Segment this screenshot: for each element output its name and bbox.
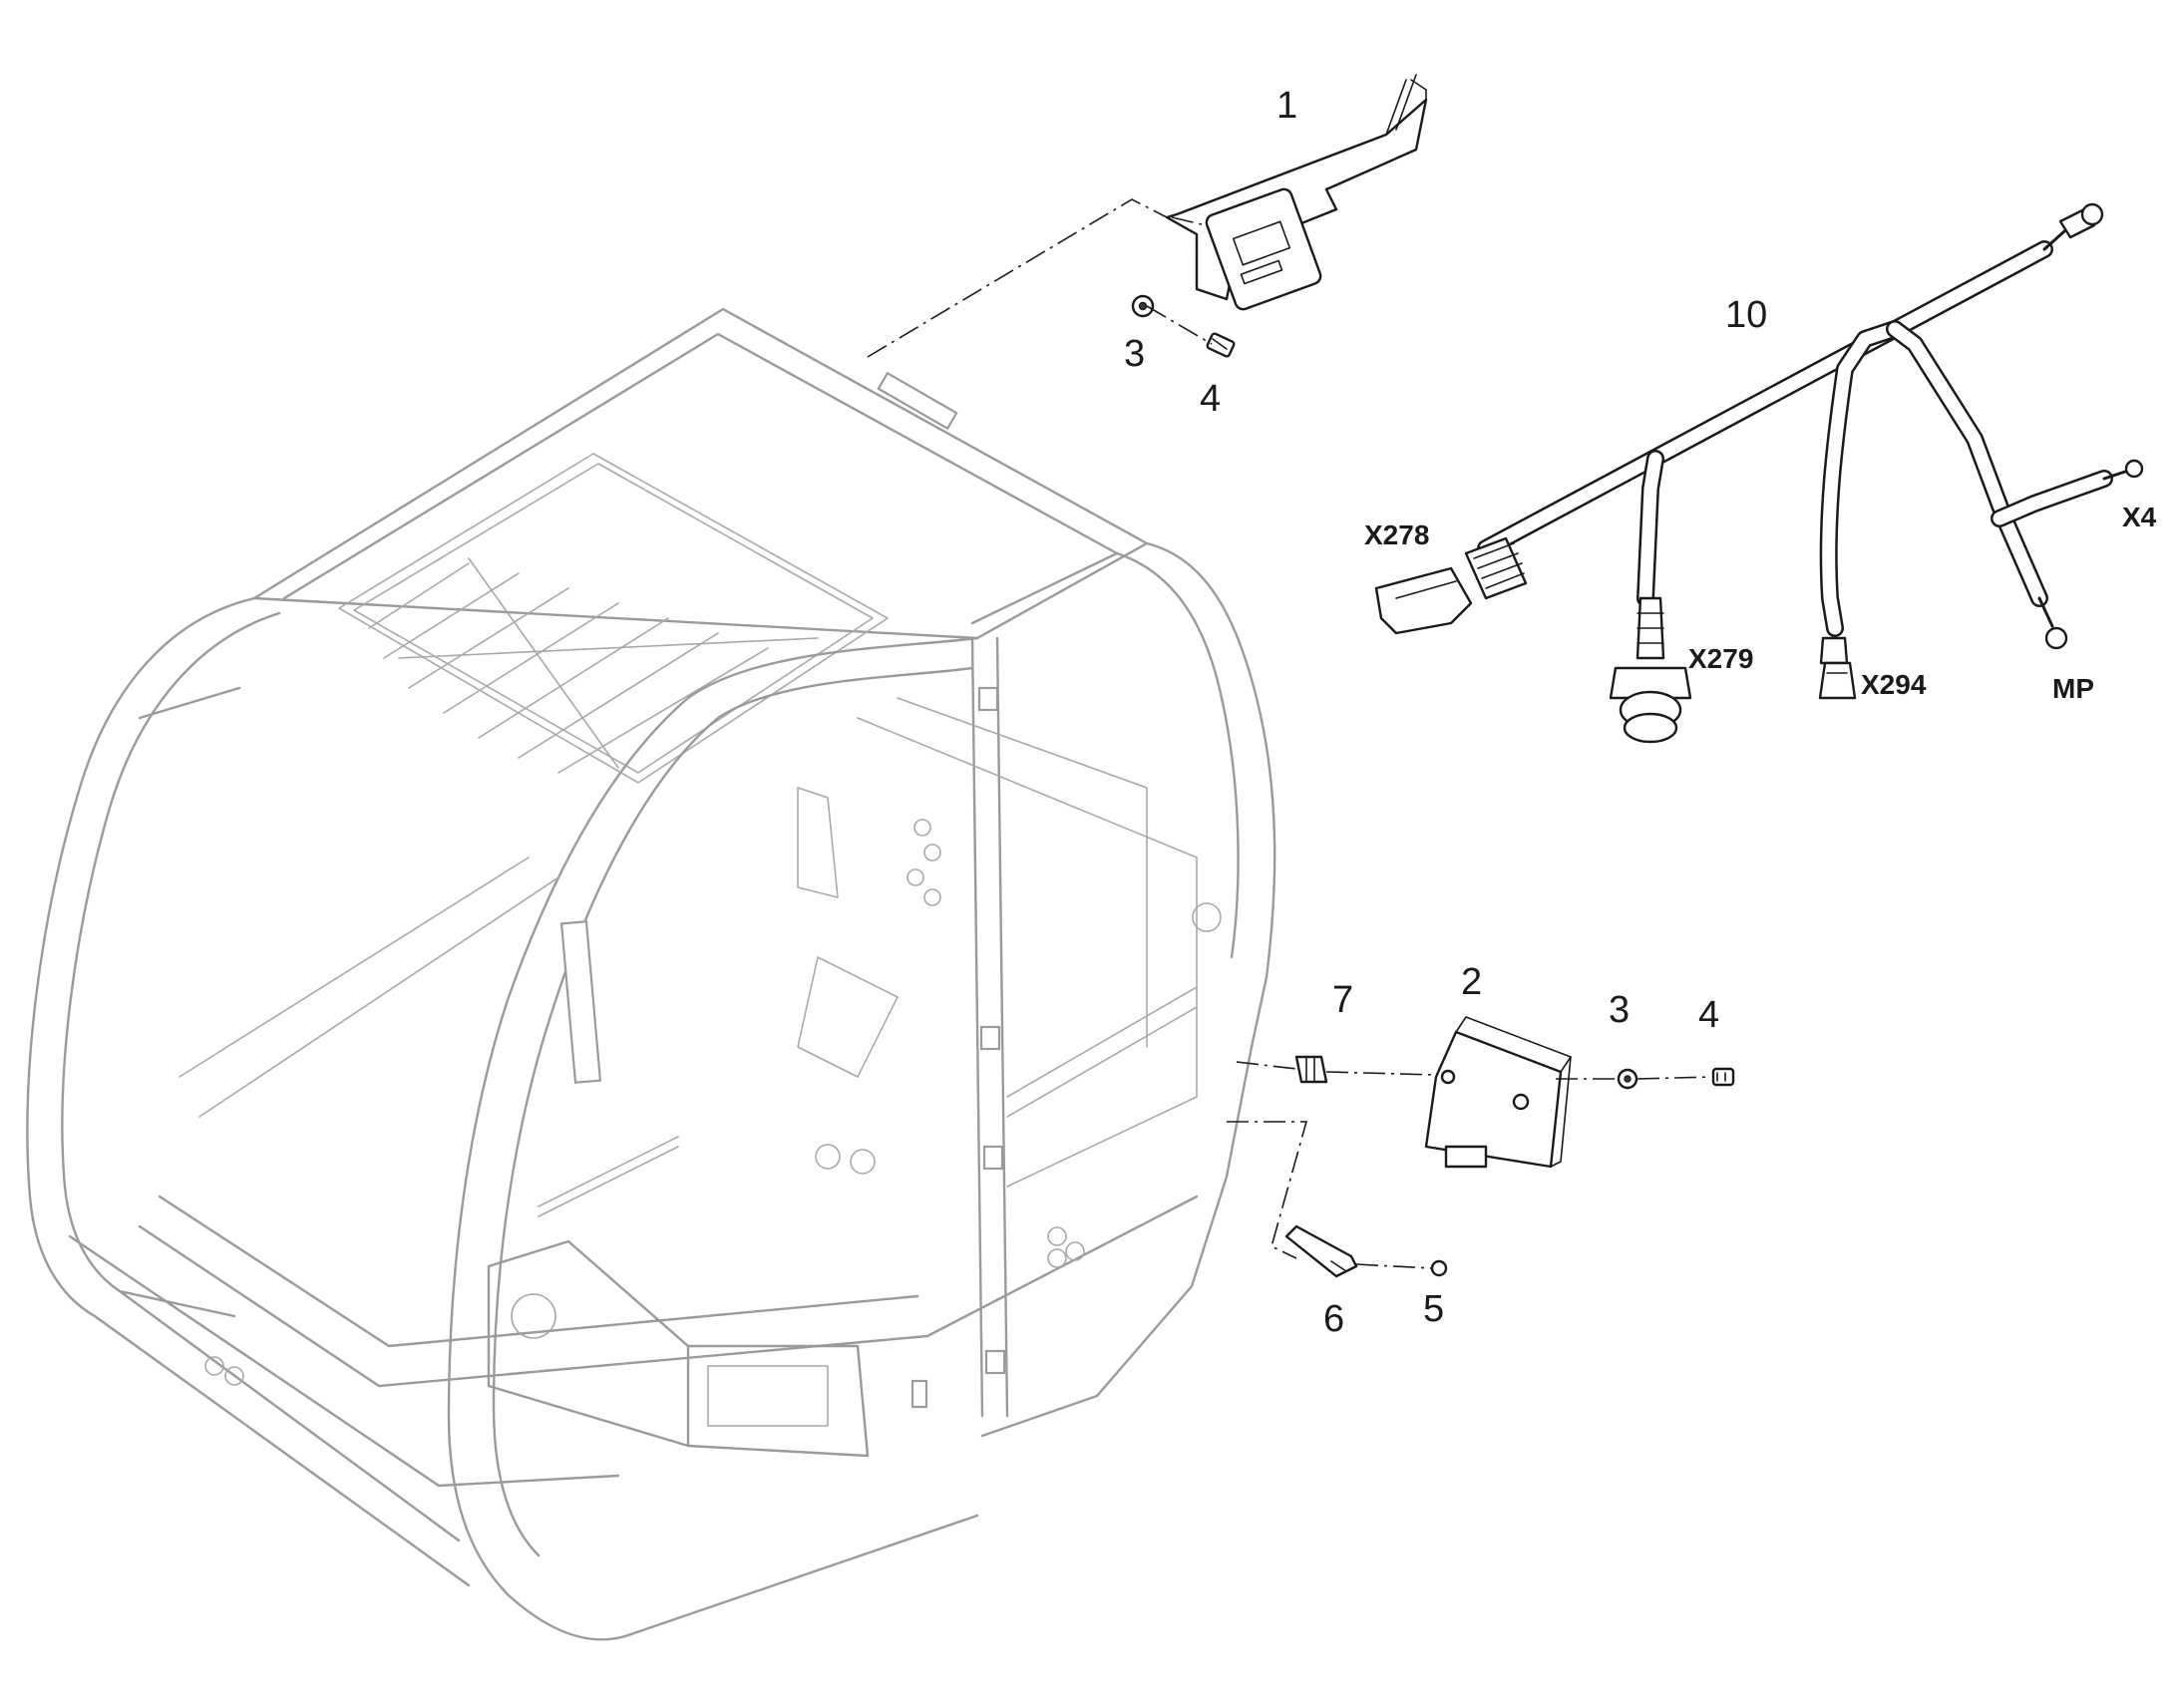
callout-3-mid: 3 (1609, 989, 1630, 1031)
connector-label-x279: X279 (1688, 643, 1753, 674)
part-10-wiring-harness (1374, 202, 2144, 744)
callout-5: 5 (1423, 1288, 1444, 1330)
part-3-washer-top (1131, 294, 1155, 318)
connector-label-x278: X278 (1364, 519, 1429, 550)
callout-7: 7 (1332, 979, 1353, 1021)
callout-labels: 1 3 4 10 7 2 3 4 6 5 (1124, 85, 1767, 1340)
leader-lines (867, 198, 1712, 1269)
connector-label-mp: MP (2052, 673, 2094, 704)
callout-2: 2 (1461, 961, 1482, 1003)
part-3-washer-mid (1617, 1068, 1638, 1090)
part-2-module (1424, 1016, 1572, 1169)
callout-1: 1 (1276, 85, 1297, 127)
part-6-bracket (1284, 1224, 1358, 1278)
part-1-display-bracket (1165, 74, 1428, 311)
callout-6: 6 (1323, 1298, 1344, 1340)
part-4-screw-mid (1711, 1067, 1735, 1087)
callout-4-mid: 4 (1698, 994, 1719, 1036)
connector-labels: X278 X279 X294 X4 MP (1364, 502, 2157, 704)
callout-10: 10 (1725, 294, 1767, 336)
connector-label-x294: X294 (1861, 669, 1927, 700)
callout-3-top: 3 (1124, 333, 1145, 375)
callout-4-top: 4 (1200, 378, 1221, 420)
connector-label-x4: X4 (2122, 502, 2157, 532)
cab-frame (26, 307, 1276, 1641)
part-4-screw-top (1206, 332, 1236, 358)
part-5-nut (1430, 1259, 1448, 1277)
part-7-grommet (1294, 1055, 1328, 1084)
